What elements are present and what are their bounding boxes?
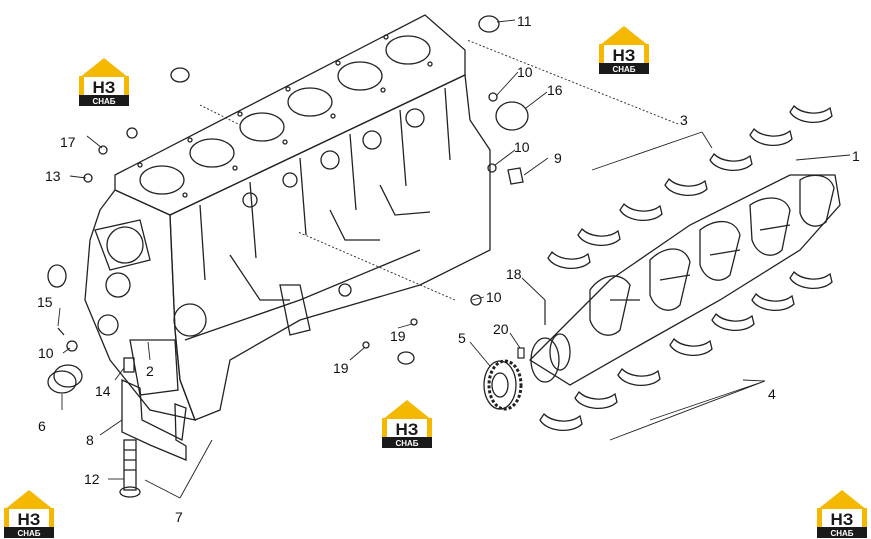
callout-19a: 19: [390, 328, 406, 344]
callout-10b: 10: [514, 139, 530, 155]
logo-watermark-4: НЗ СНАБ: [4, 490, 54, 538]
logo-watermark-5: НЗ СНАБ: [817, 490, 867, 538]
callout-labels: 1 2 3 4 5 6 7 8 9 10 10 10 10 11 12 13 1…: [37, 13, 860, 525]
svg-text:СНАБ: СНАБ: [830, 529, 853, 538]
callout-14: 14: [95, 383, 111, 399]
callout-9: 9: [554, 150, 562, 166]
callout-2: 2: [146, 363, 154, 379]
callout-10c: 10: [486, 289, 502, 305]
svg-text:НЗ: НЗ: [18, 510, 41, 529]
callout-5: 5: [458, 330, 466, 346]
callout-3: 3: [680, 112, 688, 128]
svg-text:НЗ: НЗ: [396, 420, 419, 439]
svg-text:НЗ: НЗ: [613, 46, 636, 65]
callout-7: 7: [175, 509, 183, 525]
callout-10d: 10: [38, 345, 54, 361]
callout-13: 13: [45, 168, 61, 184]
lower-bearing-shells: [539, 270, 833, 431]
expansion-plug-11: [478, 15, 500, 33]
callout-19b: 19: [333, 360, 349, 376]
svg-text:СНАБ: СНАБ: [17, 529, 40, 538]
plug-16: [495, 101, 529, 131]
upper-bearing-shells: [547, 104, 833, 269]
svg-text:НЗ: НЗ: [831, 510, 854, 529]
callout-15: 15: [37, 294, 53, 310]
crank-gear: [483, 359, 523, 411]
svg-text:НЗ: НЗ: [93, 78, 116, 97]
crankshaft: [528, 174, 841, 386]
callout-4: 4: [768, 386, 776, 402]
callout-18: 18: [506, 266, 522, 282]
svg-text:СНАБ: СНАБ: [395, 439, 418, 448]
callout-17: 17: [60, 134, 76, 150]
callout-8: 8: [86, 432, 94, 448]
logo-watermark-3: НЗ СНАБ: [382, 400, 432, 448]
svg-text:СНАБ: СНАБ: [92, 97, 115, 106]
callout-10a: 10: [517, 64, 533, 80]
loose-parts: [47, 15, 529, 498]
callout-6: 6: [38, 418, 46, 434]
callout-16: 16: [547, 82, 563, 98]
logo-watermark-1: НЗ СНАБ: [79, 58, 129, 106]
callout-11: 11: [517, 13, 532, 29]
leader-lines: [57, 19, 851, 499]
callout-20: 20: [493, 321, 509, 337]
svg-text:СНАБ: СНАБ: [612, 65, 635, 74]
logo-watermark-2: НЗ СНАБ: [599, 26, 649, 74]
callout-1: 1: [852, 148, 860, 164]
callout-12: 12: [84, 471, 100, 487]
cylinder-block: [84, 14, 491, 421]
